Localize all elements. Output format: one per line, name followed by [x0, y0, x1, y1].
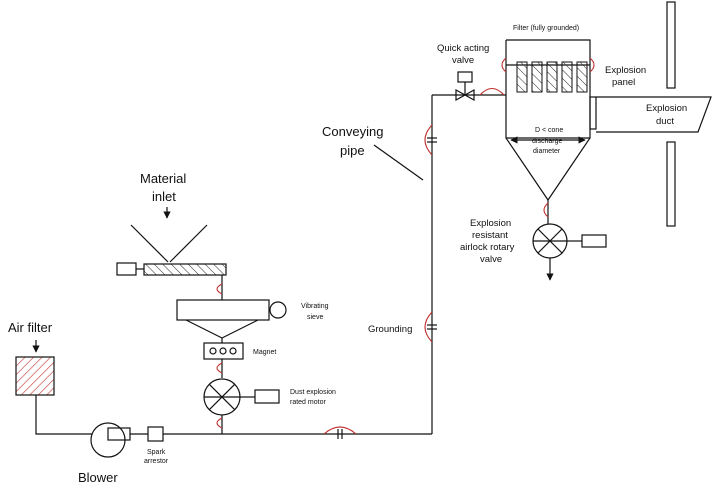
explosion-duct-label-2: duct: [656, 116, 674, 127]
rotary-valve-motor: Dust explosion rated motor: [203, 378, 336, 416]
spark-arrestor-box: [147, 426, 164, 442]
filter-label: Filter (fully grounded): [513, 25, 579, 32]
blast-wall-upper: [666, 1, 676, 89]
material-inlet-label-1: Material: [140, 171, 186, 186]
magnet: Magnet: [203, 342, 276, 360]
spark-arrestor-label-2: arrestor: [144, 458, 169, 465]
hopper-right: [169, 224, 208, 263]
airlock-label-1: Explosion: [470, 218, 511, 229]
blast-wall-lower: [666, 141, 676, 227]
grounding-label: Grounding: [368, 324, 412, 335]
grounding-strap-filter-left: [501, 57, 507, 73]
screw-feeder: [116, 262, 227, 276]
explosion-panel: Explosion panel: [589, 65, 646, 130]
explosion-panel-plate: [589, 96, 597, 130]
airlock-motor: [581, 234, 607, 248]
grounding-strap-magnet: [216, 362, 223, 374]
grounding-strap-inlet: [479, 87, 505, 96]
screw-feeder-body: [143, 263, 227, 276]
vibrating-sieve: Vibrating sieve: [176, 299, 329, 339]
quick-valve-label-2: valve: [452, 55, 474, 66]
quick-valve-label-1: Quick acting: [437, 43, 489, 54]
blower-outlet: [107, 427, 131, 441]
blower-label: Blower: [78, 470, 118, 485]
cone-label-2: discharge: [532, 138, 562, 145]
motor-label-1: Dust explosion: [290, 389, 336, 396]
magnet-label: Magnet: [253, 349, 276, 356]
grounding-strap-cone: [543, 202, 549, 218]
blower: Blower: [78, 422, 131, 485]
airlock-label-2: resistant: [472, 230, 508, 241]
sieve-body: [176, 299, 270, 321]
feeder-motor: [116, 262, 137, 276]
conveying-pipe-pointer: [373, 144, 424, 181]
filter-to-blower-pipe: [35, 395, 92, 435]
magnet-box: [203, 342, 244, 360]
conveying-pipe-label-2: pipe: [340, 143, 365, 158]
spark-arrestor-label-1: Spark: [147, 449, 166, 456]
motor-label-2: rated motor: [290, 399, 326, 406]
quick-valve-actuator: [457, 71, 473, 83]
grounding-strap-feeder: [216, 283, 223, 295]
vertical-flange-lower: [424, 311, 437, 343]
quick-acting-valve: Quick acting valve: [437, 43, 489, 102]
airlock-label-3: airlock rotary: [460, 242, 515, 253]
hopper-left: [130, 224, 169, 263]
motor-box: [254, 389, 280, 404]
bottom-pipe-flange: [323, 426, 357, 439]
vibrating-sieve-label-1: Vibrating: [301, 303, 329, 310]
material-inlet: Material inlet: [130, 171, 208, 263]
filter-body: [505, 39, 591, 202]
filter-bags: [516, 61, 588, 93]
explosion-panel-label-2: panel: [612, 77, 635, 88]
grounding-strap-filter-right: [589, 57, 595, 73]
explosion-duct: Explosion duct: [596, 1, 712, 227]
explosion-panel-label-1: Explosion: [605, 65, 646, 76]
spark-arrestor: Spark arrestor: [144, 426, 169, 465]
material-inlet-label-2: inlet: [152, 189, 176, 204]
explosion-duct-outline: [596, 96, 712, 133]
airlock-rotary-valve: Explosion resistant airlock rotary valve: [460, 218, 607, 281]
grounding-strap-lower: [424, 311, 433, 343]
vertical-flange-upper: [424, 124, 437, 156]
sieve-vibrator: [269, 301, 287, 319]
air-filter: Air filter: [8, 320, 55, 396]
grounding-strap-bottom: [323, 426, 357, 435]
grounding-strap-motor: [216, 417, 223, 429]
cone-label-3: diameter: [533, 148, 561, 155]
cone-label-1: D < cone: [535, 127, 563, 134]
grounding-strap-upper: [424, 124, 433, 156]
air-filter-box: [15, 356, 55, 396]
explosion-duct-label-1: Explosion: [646, 103, 687, 114]
conveying-pipe-label-1: Conveying: [322, 124, 383, 139]
sieve-cone: [185, 319, 259, 339]
vibrating-sieve-label-2: sieve: [307, 314, 323, 321]
filter-unit: Filter (fully grounded) D < cone dischar…: [501, 25, 595, 202]
airlock-label-4: valve: [480, 254, 502, 265]
air-filter-label: Air filter: [8, 320, 53, 335]
